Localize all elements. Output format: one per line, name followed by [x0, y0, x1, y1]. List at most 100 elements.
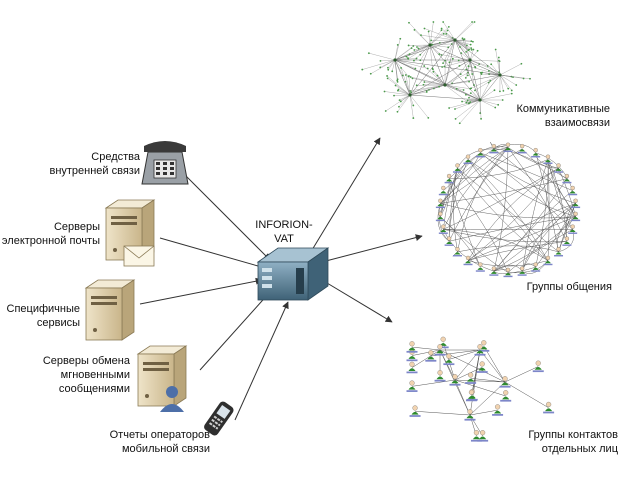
graph-node: [383, 90, 386, 93]
graph-node: [408, 93, 412, 97]
graph-node: [404, 74, 407, 76]
graph-edge: [522, 260, 549, 274]
graph-node: [384, 110, 387, 112]
graph-edge: [394, 59, 403, 76]
graph-node: [468, 58, 472, 62]
person-icon: [464, 409, 476, 421]
person-icon: [438, 224, 448, 234]
graph-node: [465, 50, 468, 53]
circular-graph-icon: [435, 141, 581, 278]
graph-edge: [424, 81, 446, 86]
graph-edge: [424, 65, 446, 86]
graph-node: [369, 72, 372, 75]
graph-edge: [483, 345, 506, 383]
graph-edge: [469, 59, 500, 73]
graph-node: [408, 53, 411, 56]
mail-server-icon: [104, 199, 156, 267]
person-icon: [554, 247, 564, 257]
graph-edge: [409, 86, 440, 96]
network-graph-icon: [361, 21, 531, 125]
graph-edge: [429, 21, 434, 46]
graph-node: [411, 77, 414, 80]
person-icon: [499, 376, 511, 388]
graph-edge: [400, 67, 411, 96]
graph-node: [386, 75, 388, 77]
arrows-out: [311, 137, 423, 323]
person-icon: [543, 401, 555, 414]
graph-node: [459, 46, 461, 48]
graph-edge: [448, 147, 509, 242]
graph-edge: [405, 75, 411, 96]
person-icon: [503, 267, 513, 278]
graph-edge: [469, 50, 478, 61]
graph-node: [393, 94, 395, 97]
graph-edge: [399, 94, 411, 101]
graph-edge: [429, 44, 446, 86]
graph-node: [510, 89, 513, 92]
person-icon: [449, 374, 461, 386]
graph-edge: [414, 29, 431, 46]
graph-edge: [547, 159, 550, 261]
person-icon: [435, 211, 445, 222]
graph-edge: [394, 94, 411, 96]
person-icon: [531, 262, 541, 272]
graph-node: [451, 57, 454, 60]
graph-edge: [444, 69, 467, 86]
person-icon: [543, 154, 553, 164]
graph-node: [419, 53, 422, 56]
graph-node: [427, 30, 430, 33]
graph-edge: [441, 28, 456, 41]
graph-node: [469, 92, 472, 95]
arrow-phone-to-hub: [179, 169, 271, 261]
graph-node: [461, 37, 464, 40]
graph-edge: [462, 38, 471, 61]
graph-edge: [444, 81, 470, 86]
person-icon: [489, 143, 499, 154]
graph-edge: [507, 147, 559, 169]
graph-node: [458, 122, 461, 125]
graph-edge: [409, 39, 456, 96]
graph-edge: [429, 43, 452, 46]
graph-edge: [498, 57, 501, 76]
graph-edge: [479, 74, 501, 101]
graph-edge: [467, 216, 576, 261]
graph-edge: [444, 39, 456, 67]
graph-edge: [394, 59, 428, 69]
graph-edge: [443, 229, 567, 243]
graph-edge: [467, 159, 576, 217]
graph-edge: [469, 59, 500, 62]
source-label-mail-line-1: Серверы: [53, 221, 100, 233]
graph-edge: [440, 216, 481, 268]
graph-node: [497, 56, 500, 59]
graph-edge: [440, 152, 481, 217]
graph-node: [408, 21, 410, 24]
graph-node: [427, 116, 430, 119]
graph-node: [469, 101, 472, 103]
arrow-mobile-to-hub: [234, 301, 289, 421]
person-icon: [517, 143, 527, 154]
graph-edge: [384, 91, 411, 96]
graph-edge: [394, 48, 412, 61]
graph-node: [497, 59, 500, 62]
person-icon: [477, 430, 489, 442]
graph-node: [489, 80, 492, 82]
graph-node: [387, 68, 390, 71]
graph-node: [470, 47, 473, 50]
graph-edge: [470, 378, 506, 383]
graph-node: [410, 47, 413, 50]
graph-node: [396, 43, 399, 46]
graph-edge: [429, 26, 449, 46]
graph-edge: [443, 147, 509, 230]
graph-node: [510, 92, 513, 95]
source-label-im-line-1: Серверы обмена: [42, 355, 130, 367]
graph-edge: [451, 59, 471, 84]
graph-node: [438, 53, 441, 56]
graph-edge: [444, 39, 456, 86]
graph-node: [398, 105, 400, 108]
source-label-mobile-line-1: Отчеты операторов: [109, 429, 210, 441]
person-icon: [489, 266, 499, 276]
person-icon: [409, 405, 421, 417]
person-icon: [406, 380, 418, 392]
graph-edge: [479, 99, 496, 108]
